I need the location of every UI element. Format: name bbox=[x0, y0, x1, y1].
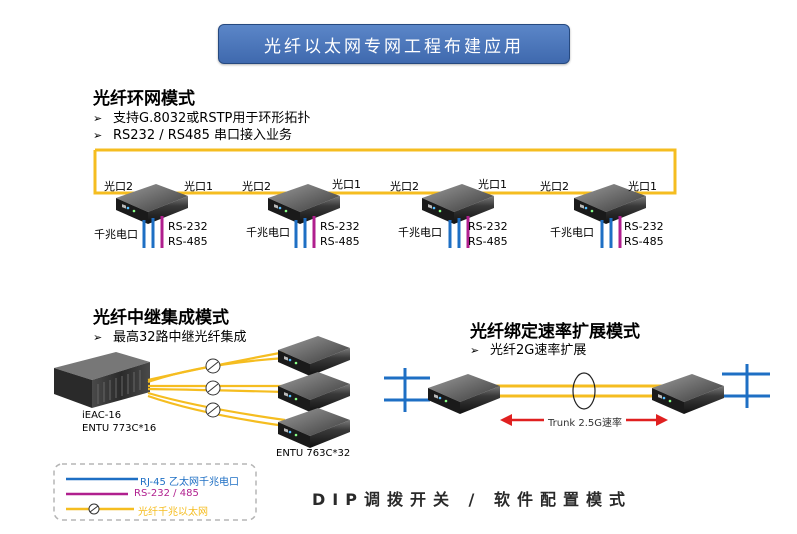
ring-device-2-rs232: RS-232 bbox=[320, 220, 360, 233]
relay-chassis-cards: ENTU 773C*16 bbox=[82, 423, 157, 434]
bond-title: 光纤绑定速率扩展模式 bbox=[470, 322, 640, 342]
ring-device-3-rs232: RS-232 bbox=[468, 220, 508, 233]
ring-device-1-port2: 光口2 bbox=[104, 180, 133, 193]
ring-bullet-2: ➢RS232 / RS485 串口接入业务 bbox=[93, 128, 292, 143]
relay-couplers bbox=[205, 358, 221, 418]
legend-rs: RS-232 / 485 bbox=[134, 488, 199, 499]
ring-device-2-eth: 千兆电口 bbox=[246, 226, 290, 239]
ring-device-2-port2: 光口2 bbox=[242, 180, 271, 193]
ring-device-3-port2: 光口2 bbox=[390, 180, 419, 193]
arrow-bullet-icon: ➢ bbox=[470, 344, 480, 357]
relay-device-1 bbox=[278, 336, 350, 376]
ring-cables bbox=[142, 216, 622, 248]
relay-chassis-model: iEAC-16 bbox=[82, 410, 122, 421]
bond-fibers bbox=[490, 384, 666, 398]
bond-device-left bbox=[428, 374, 500, 414]
bond-trunk-ellipse bbox=[572, 372, 596, 410]
ring-device-1-eth: 千兆电口 bbox=[94, 228, 138, 241]
page-banner: 光纤以太网专网工程布建应用 bbox=[218, 24, 570, 64]
trunk-label: Trunk 2.5G速率 bbox=[548, 418, 623, 429]
ring-device-2-port1: 光口1 bbox=[332, 178, 361, 191]
legend-rj45: RJ-45 乙太网千兆电口 bbox=[140, 477, 240, 488]
legend-box bbox=[53, 463, 257, 521]
relay-device-2 bbox=[278, 372, 350, 412]
ring-device-3-port1: 光口1 bbox=[478, 178, 507, 191]
relay-device-3 bbox=[278, 408, 350, 448]
ring-device-1-rs485: RS-485 bbox=[168, 235, 208, 248]
ring-fiber-loop bbox=[93, 148, 677, 195]
bond-left-switch bbox=[384, 368, 430, 412]
bond-bullet: ➢光纤2G速率扩展 bbox=[470, 343, 587, 358]
trunk-arrows bbox=[500, 414, 668, 426]
arrow-bullet-icon: ➢ bbox=[93, 112, 103, 125]
ring-device-4-rs485: RS-485 bbox=[624, 235, 664, 248]
arrow-bullet-icon: ➢ bbox=[93, 129, 103, 142]
relay-chassis bbox=[54, 352, 150, 408]
ring-title: 光纤环网模式 bbox=[93, 89, 195, 109]
relay-title: 光纤中继集成模式 bbox=[93, 308, 229, 328]
legend-fiber: 光纤千兆以太网 bbox=[138, 507, 208, 518]
ring-device-3-eth: 千兆电口 bbox=[398, 226, 442, 239]
ring-device-3-rs485: RS-485 bbox=[468, 235, 508, 248]
ring-device-1-port1: 光口1 bbox=[184, 180, 213, 193]
ring-device-2-rs485: RS-485 bbox=[320, 235, 360, 248]
arrow-bullet-icon: ➢ bbox=[93, 331, 103, 344]
bond-device-right bbox=[652, 374, 724, 414]
ring-bullet-1: ➢支持G.8032或RSTP用于环形拓扑 bbox=[93, 111, 311, 126]
ring-device-4-port1: 光口1 bbox=[628, 180, 657, 193]
footer-mode-text: DIP调拨开关 / 软件配置模式 bbox=[312, 490, 632, 509]
ring-device-4-eth: 千兆电口 bbox=[550, 226, 594, 239]
ring-device-4-rs232: RS-232 bbox=[624, 220, 664, 233]
ring-device-1-rs232: RS-232 bbox=[168, 220, 208, 233]
ring-device-4-port2: 光口2 bbox=[540, 180, 569, 193]
relay-bullet: ➢最高32路中继光纤集成 bbox=[93, 330, 247, 345]
relay-remote-label: ENTU 763C*32 bbox=[276, 448, 351, 459]
bond-right-switch bbox=[722, 364, 770, 408]
